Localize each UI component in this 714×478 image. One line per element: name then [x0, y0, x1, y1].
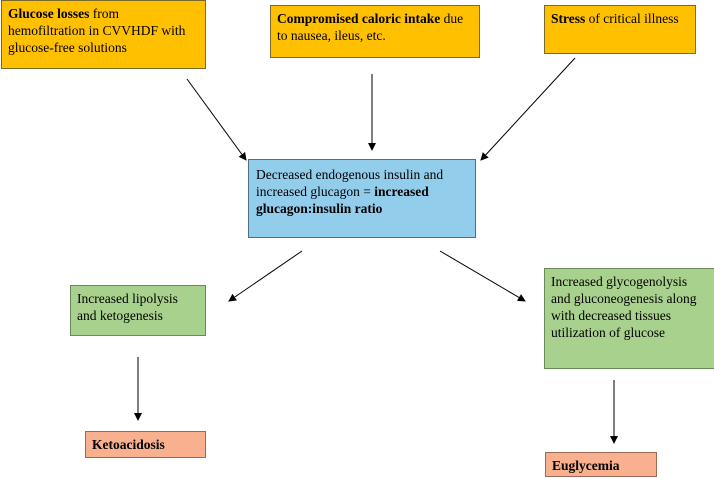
- arrow-ratio-to-glycogenolysis: [439, 250, 526, 302]
- node-caloric-intake: Compromised caloric intake due to nausea…: [270, 5, 480, 58]
- node-euglycemia: Euglycemia: [545, 452, 657, 477]
- node-lipolysis-text: Increased lipolysis and ketogenesis: [77, 291, 178, 323]
- node-lipolysis: Increased lipolysis and ketogenesis: [70, 285, 206, 336]
- node-ketoacidosis: Ketoacidosis: [85, 431, 206, 458]
- node-stress: Stress of critical illness: [544, 5, 696, 54]
- node-ratio-text: Decreased endogenous insulin and increas…: [256, 167, 444, 199]
- arrow-ratio-to-lipolysis: [228, 250, 303, 302]
- node-ratio: Decreased endogenous insulin and increas…: [248, 159, 476, 238]
- node-euglycemia-bold: Euglycemia: [552, 458, 620, 473]
- node-caloric-intake-bold: Compromised caloric intake: [277, 11, 441, 26]
- node-glucose-losses-bold: Glucose losses: [8, 6, 90, 21]
- arrow-stress-to-ratio: [480, 57, 576, 161]
- node-glucose-losses-text: from hemofiltration in CVVHDF with gluco…: [8, 6, 186, 55]
- node-stress-text: of critical illness: [585, 11, 679, 26]
- node-glycogenolysis: Increased glycogenolysis and gluconeogen…: [544, 268, 714, 369]
- node-caloric-intake-text: due to nausea, ileus, etc.: [277, 11, 464, 43]
- node-ketoacidosis-bold: Ketoacidosis: [92, 437, 165, 452]
- node-glycogenolysis-text: Increased glycogenolysis and gluconeogen…: [551, 274, 697, 340]
- node-ratio-bold: increased glucagon:insulin ratio: [256, 184, 429, 216]
- arrow-glucose-losses-to-ratio: [186, 78, 247, 161]
- node-stress-bold: Stress: [551, 11, 586, 26]
- node-glucose-losses: Glucose losses from hemofiltration in CV…: [1, 0, 206, 69]
